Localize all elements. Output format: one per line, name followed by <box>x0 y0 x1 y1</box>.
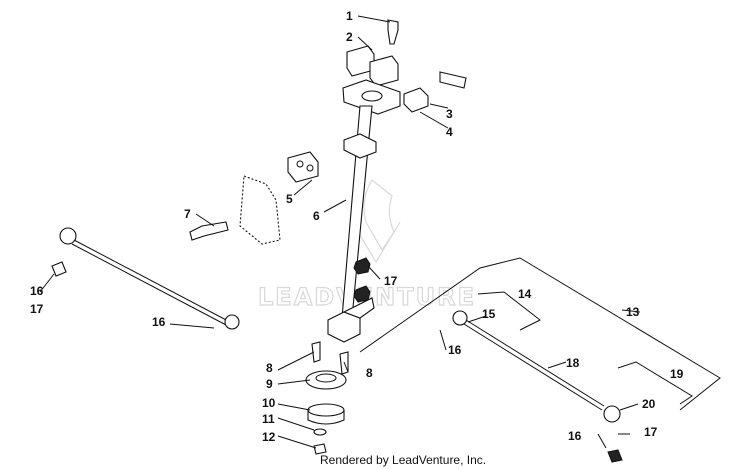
callout-16d: 16 <box>568 429 582 443</box>
callout-16c: 16 <box>448 343 462 357</box>
bracket-7 <box>189 175 281 245</box>
callout-6: 6 <box>313 209 320 223</box>
right-tie-rod <box>452 310 623 463</box>
callout-17a: 17 <box>30 302 44 316</box>
callout-labels: 1 2 3 4 5 6 7 8 8 9 10 11 12 13 14 15 16… <box>30 9 684 444</box>
clamp-block-5 <box>287 151 319 183</box>
clamp-block-4 <box>403 71 467 113</box>
callout-5: 5 <box>286 192 293 206</box>
callout-15: 15 <box>482 307 496 321</box>
callout-4: 4 <box>446 125 453 139</box>
callout-3: 3 <box>446 107 453 121</box>
callout-16a: 16 <box>30 284 44 298</box>
callout-10: 10 <box>262 396 276 410</box>
callout-8a: 8 <box>266 361 273 375</box>
callout-13: 13 <box>626 305 640 319</box>
callout-2: 2 <box>346 30 353 44</box>
callout-17b: 17 <box>384 274 398 288</box>
callout-7: 7 <box>184 207 191 221</box>
callout-14: 14 <box>518 287 532 301</box>
steering-post <box>327 19 401 343</box>
callout-11: 11 <box>262 412 275 426</box>
credit-text: Rendered by LeadVenture, Inc. <box>320 453 486 467</box>
leader-lines <box>39 15 641 449</box>
lower-bearing <box>305 341 349 455</box>
left-tie-rod <box>51 227 240 330</box>
callout-17c: 17 <box>644 425 658 439</box>
callout-16b: 16 <box>152 315 166 329</box>
callout-19: 19 <box>670 367 684 381</box>
callout-1: 1 <box>346 9 353 23</box>
callout-9: 9 <box>266 377 273 391</box>
callout-8b: 8 <box>366 366 373 380</box>
callout-20: 20 <box>642 397 656 411</box>
callout-brackets <box>359 257 721 411</box>
callout-12: 12 <box>262 430 276 444</box>
callout-18: 18 <box>566 356 580 370</box>
